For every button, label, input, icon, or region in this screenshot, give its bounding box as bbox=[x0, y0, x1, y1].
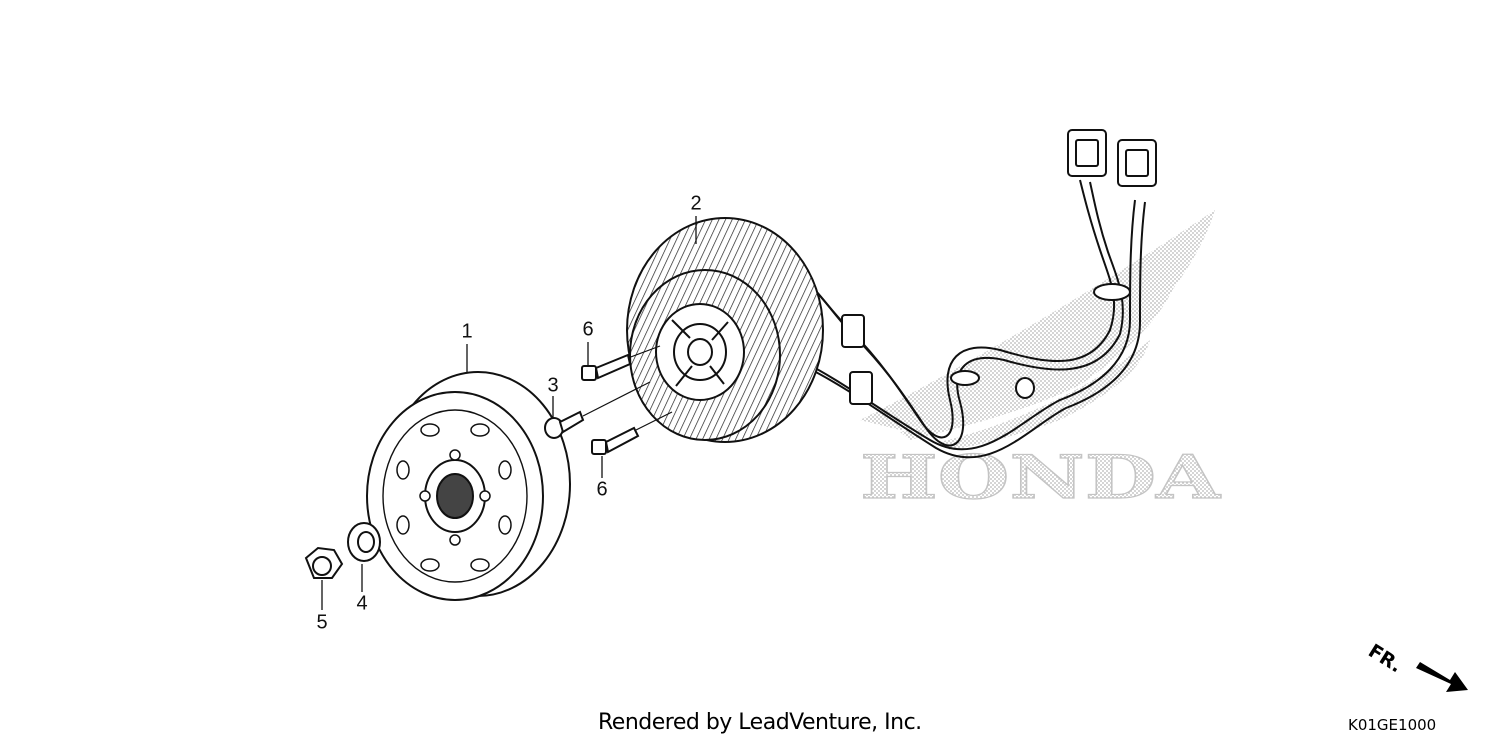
front-direction-arrow bbox=[1416, 662, 1468, 692]
honda-wing-logo bbox=[860, 210, 1215, 450]
diagram-code: K01GE1000 bbox=[1348, 716, 1437, 734]
callout-6-lower: 6 bbox=[596, 478, 608, 501]
honda-watermark-text: HONDA bbox=[860, 443, 1222, 513]
nut-part-5 bbox=[304, 546, 344, 579]
callout-6-upper: 6 bbox=[582, 318, 594, 341]
harness-clips bbox=[841, 314, 873, 405]
washer-part-4 bbox=[347, 522, 381, 562]
stator-part-2 bbox=[626, 217, 824, 443]
flywheel-part-1 bbox=[366, 371, 571, 601]
bolt-part-6-lower bbox=[591, 411, 673, 455]
wiring-harness bbox=[759, 179, 1146, 459]
callout-3: 3 bbox=[547, 374, 559, 397]
callout-4: 4 bbox=[356, 592, 368, 615]
callout-5: 5 bbox=[316, 611, 328, 634]
screw-part-3 bbox=[544, 381, 651, 439]
render-credit: Rendered by LeadVenture, Inc. bbox=[598, 710, 922, 735]
bolt-part-6-upper bbox=[581, 345, 661, 381]
callout-leader-lines bbox=[321, 216, 697, 610]
coupler-plugs bbox=[1067, 129, 1157, 187]
callout-1: 1 bbox=[461, 320, 473, 343]
callout-2: 2 bbox=[690, 192, 702, 215]
